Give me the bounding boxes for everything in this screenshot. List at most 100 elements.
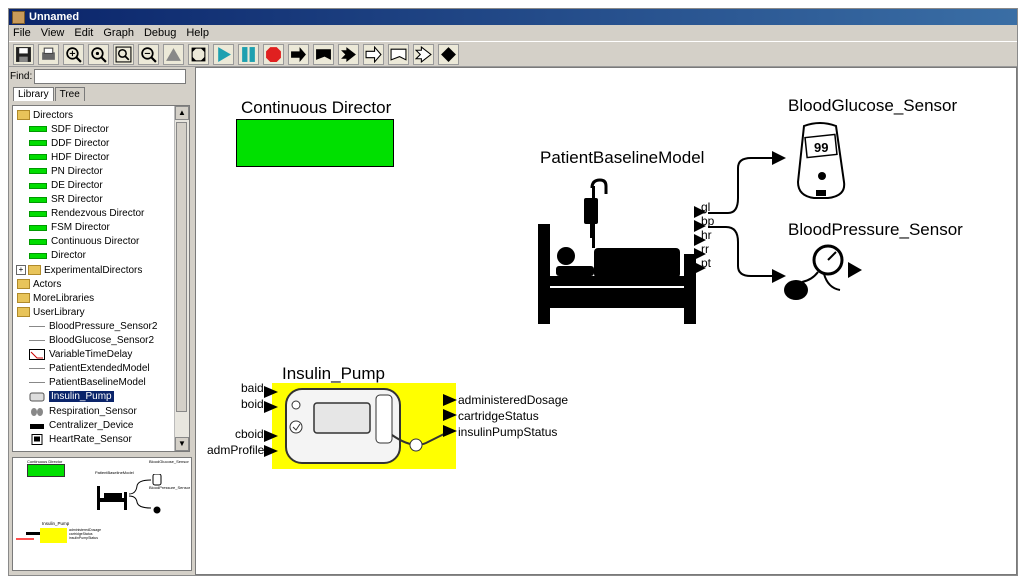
app-icon bbox=[12, 10, 25, 24]
tree-item-continuous-director[interactable]: Continuous Director bbox=[13, 235, 173, 249]
output-cartridge-status[interactable]: cartridgeStatus bbox=[458, 409, 539, 423]
menu-help[interactable]: Help bbox=[186, 27, 209, 39]
save-button[interactable] bbox=[13, 43, 34, 65]
tree-item-pn-director[interactable]: PN Director bbox=[13, 164, 173, 178]
folder-open-icon bbox=[17, 110, 30, 121]
tree-folder-actors[interactable]: Actors bbox=[13, 277, 173, 291]
double-arrow-button[interactable] bbox=[338, 43, 359, 65]
tree-item-fsm-director[interactable]: FSM Director bbox=[13, 221, 173, 235]
step-button[interactable] bbox=[288, 43, 309, 65]
tree-item-bloodglucose-sensor2[interactable]: BloodGlucose_Sensor2 bbox=[13, 334, 173, 348]
flag-icon bbox=[316, 48, 331, 60]
tree-item-rendezvous-director[interactable]: Rendezvous Director bbox=[13, 207, 173, 221]
graph-overview[interactable]: Continuous Director PatientBaselineModel… bbox=[12, 457, 192, 571]
port-gl[interactable]: gl bbox=[701, 200, 711, 214]
output-administered-dosage[interactable]: administeredDosage bbox=[458, 393, 569, 407]
find-label: Find: bbox=[10, 70, 33, 82]
menu-edit[interactable]: Edit bbox=[74, 27, 94, 39]
sphygmomanometer-icon[interactable] bbox=[782, 240, 862, 304]
expand-icon[interactable]: + bbox=[16, 265, 26, 276]
find-input[interactable] bbox=[34, 68, 187, 84]
port-hr[interactable]: hr bbox=[701, 228, 712, 242]
zoom-reset-button[interactable] bbox=[88, 43, 109, 65]
tree-item-sdf-director[interactable]: SDF Director bbox=[13, 122, 173, 136]
scroll-thumb[interactable] bbox=[176, 122, 187, 412]
tree-item-insulin-pump[interactable]: Insulin_Pump bbox=[13, 390, 173, 404]
zoom-in-button[interactable] bbox=[63, 43, 84, 65]
actor-icon bbox=[29, 382, 45, 384]
left-pane: Find: Library Tree Directors SDF Directo… bbox=[9, 67, 193, 575]
input-baid[interactable]: baid bbox=[241, 381, 264, 395]
flag-button[interactable] bbox=[313, 43, 334, 65]
input-admprofile[interactable]: admProfile bbox=[207, 443, 265, 457]
tree-item-hdf-director[interactable]: HDF Director bbox=[13, 150, 173, 164]
tree-item-sr-director[interactable]: SR Director bbox=[13, 193, 173, 207]
outline-double-arrow-button[interactable] bbox=[413, 43, 434, 65]
tree-folder-directors[interactable]: Directors bbox=[13, 108, 173, 122]
tree-scrollbar[interactable]: ▲ ▼ bbox=[174, 106, 189, 451]
director-icon bbox=[29, 126, 47, 133]
tree-folder-user-library[interactable]: UserLibrary bbox=[13, 305, 173, 319]
outline-flag-button[interactable] bbox=[388, 43, 409, 65]
input-cboid[interactable]: cboid bbox=[235, 427, 264, 441]
glucometer-icon[interactable]: 99 bbox=[790, 120, 854, 200]
port-pt[interactable]: pt bbox=[701, 256, 712, 270]
zoom-fit-button[interactable] bbox=[113, 43, 134, 65]
port-rr[interactable]: rr bbox=[701, 242, 709, 256]
title-bar: Unnamed bbox=[9, 9, 1017, 25]
run-button[interactable] bbox=[213, 43, 234, 65]
director-icon bbox=[29, 196, 47, 203]
insulin-pump-block[interactable] bbox=[272, 383, 456, 469]
tree-item-patient-baseline-model[interactable]: PatientBaselineModel bbox=[13, 376, 173, 390]
menu-view[interactable]: View bbox=[40, 27, 65, 39]
tree-item-ddf-director[interactable]: DDF Director bbox=[13, 136, 173, 150]
overview-pump-label: Insulin_Pump bbox=[42, 521, 70, 526]
tab-tree[interactable]: Tree bbox=[54, 87, 85, 101]
overview-pump-box bbox=[40, 528, 67, 543]
overview-red-mark bbox=[16, 538, 34, 540]
director-icon bbox=[29, 224, 47, 231]
tree-item-heartrate-sensor[interactable]: HeartRate_Sensor bbox=[13, 432, 173, 446]
menu-file[interactable]: File bbox=[13, 27, 31, 39]
menu-debug[interactable]: Debug bbox=[143, 27, 177, 39]
diamond-button[interactable] bbox=[438, 43, 459, 65]
print-button[interactable] bbox=[38, 43, 59, 65]
actor-icon bbox=[29, 340, 45, 342]
zoom-out-button[interactable] bbox=[138, 43, 159, 65]
zoom-fit-icon bbox=[115, 46, 132, 62]
tree-folder-more-libraries[interactable]: MoreLibraries bbox=[13, 291, 173, 305]
graph-canvas[interactable]: Continuous Director PatientBaselineModel bbox=[195, 67, 1017, 575]
director-icon bbox=[29, 238, 47, 245]
tree-item-director[interactable]: Director bbox=[13, 249, 173, 263]
pump-input-ports bbox=[264, 386, 278, 457]
pressure-sensor-label: BloodPressure_Sensor bbox=[788, 220, 963, 239]
tree-item-centralizer-device[interactable]: Centralizer_Device bbox=[13, 418, 173, 432]
lungs-icon bbox=[31, 407, 43, 416]
tree-item-de-director[interactable]: DE Director bbox=[13, 178, 173, 192]
insulin-pump-label: Insulin_Pump bbox=[282, 364, 386, 383]
scroll-down-icon[interactable]: ▼ bbox=[175, 437, 189, 451]
fullscreen-button[interactable] bbox=[188, 43, 209, 65]
stop-triangle-button[interactable] bbox=[163, 43, 184, 65]
menu-graph[interactable]: Graph bbox=[103, 27, 134, 39]
continuous-director-block[interactable] bbox=[236, 119, 394, 167]
tree-folder-experimental[interactable]: +ExperimentalDirectors bbox=[13, 263, 173, 277]
application-window: Unnamed File View Edit Graph Debug Help … bbox=[8, 8, 1018, 576]
tree-item-respiration-sensor[interactable]: Respiration_Sensor bbox=[13, 404, 173, 418]
hospital-bed-icon[interactable] bbox=[534, 176, 714, 326]
tree-item-variable-time-delay[interactable]: VariableTimeDelay bbox=[13, 348, 173, 362]
input-boid[interactable]: boid bbox=[241, 397, 264, 411]
stop-button[interactable] bbox=[263, 43, 284, 65]
stop-icon bbox=[266, 46, 281, 62]
director-icon bbox=[29, 168, 47, 175]
tree-item-patient-extended-model[interactable]: PatientExtendedModel bbox=[13, 362, 173, 376]
output-insulin-pump-status[interactable]: insulinPumpStatus bbox=[458, 425, 558, 439]
tab-library[interactable]: Library bbox=[13, 87, 54, 101]
outline-arrow-button[interactable] bbox=[363, 43, 384, 65]
patient-model-label: PatientBaselineModel bbox=[540, 148, 705, 167]
tree-item-bloodpressure-sensor2[interactable]: BloodPressure_Sensor2 bbox=[13, 319, 173, 333]
scroll-up-icon[interactable]: ▲ bbox=[175, 106, 189, 120]
port-bp[interactable]: bp bbox=[701, 214, 715, 228]
monitor-icon bbox=[31, 433, 43, 445]
pause-button[interactable] bbox=[238, 43, 259, 65]
